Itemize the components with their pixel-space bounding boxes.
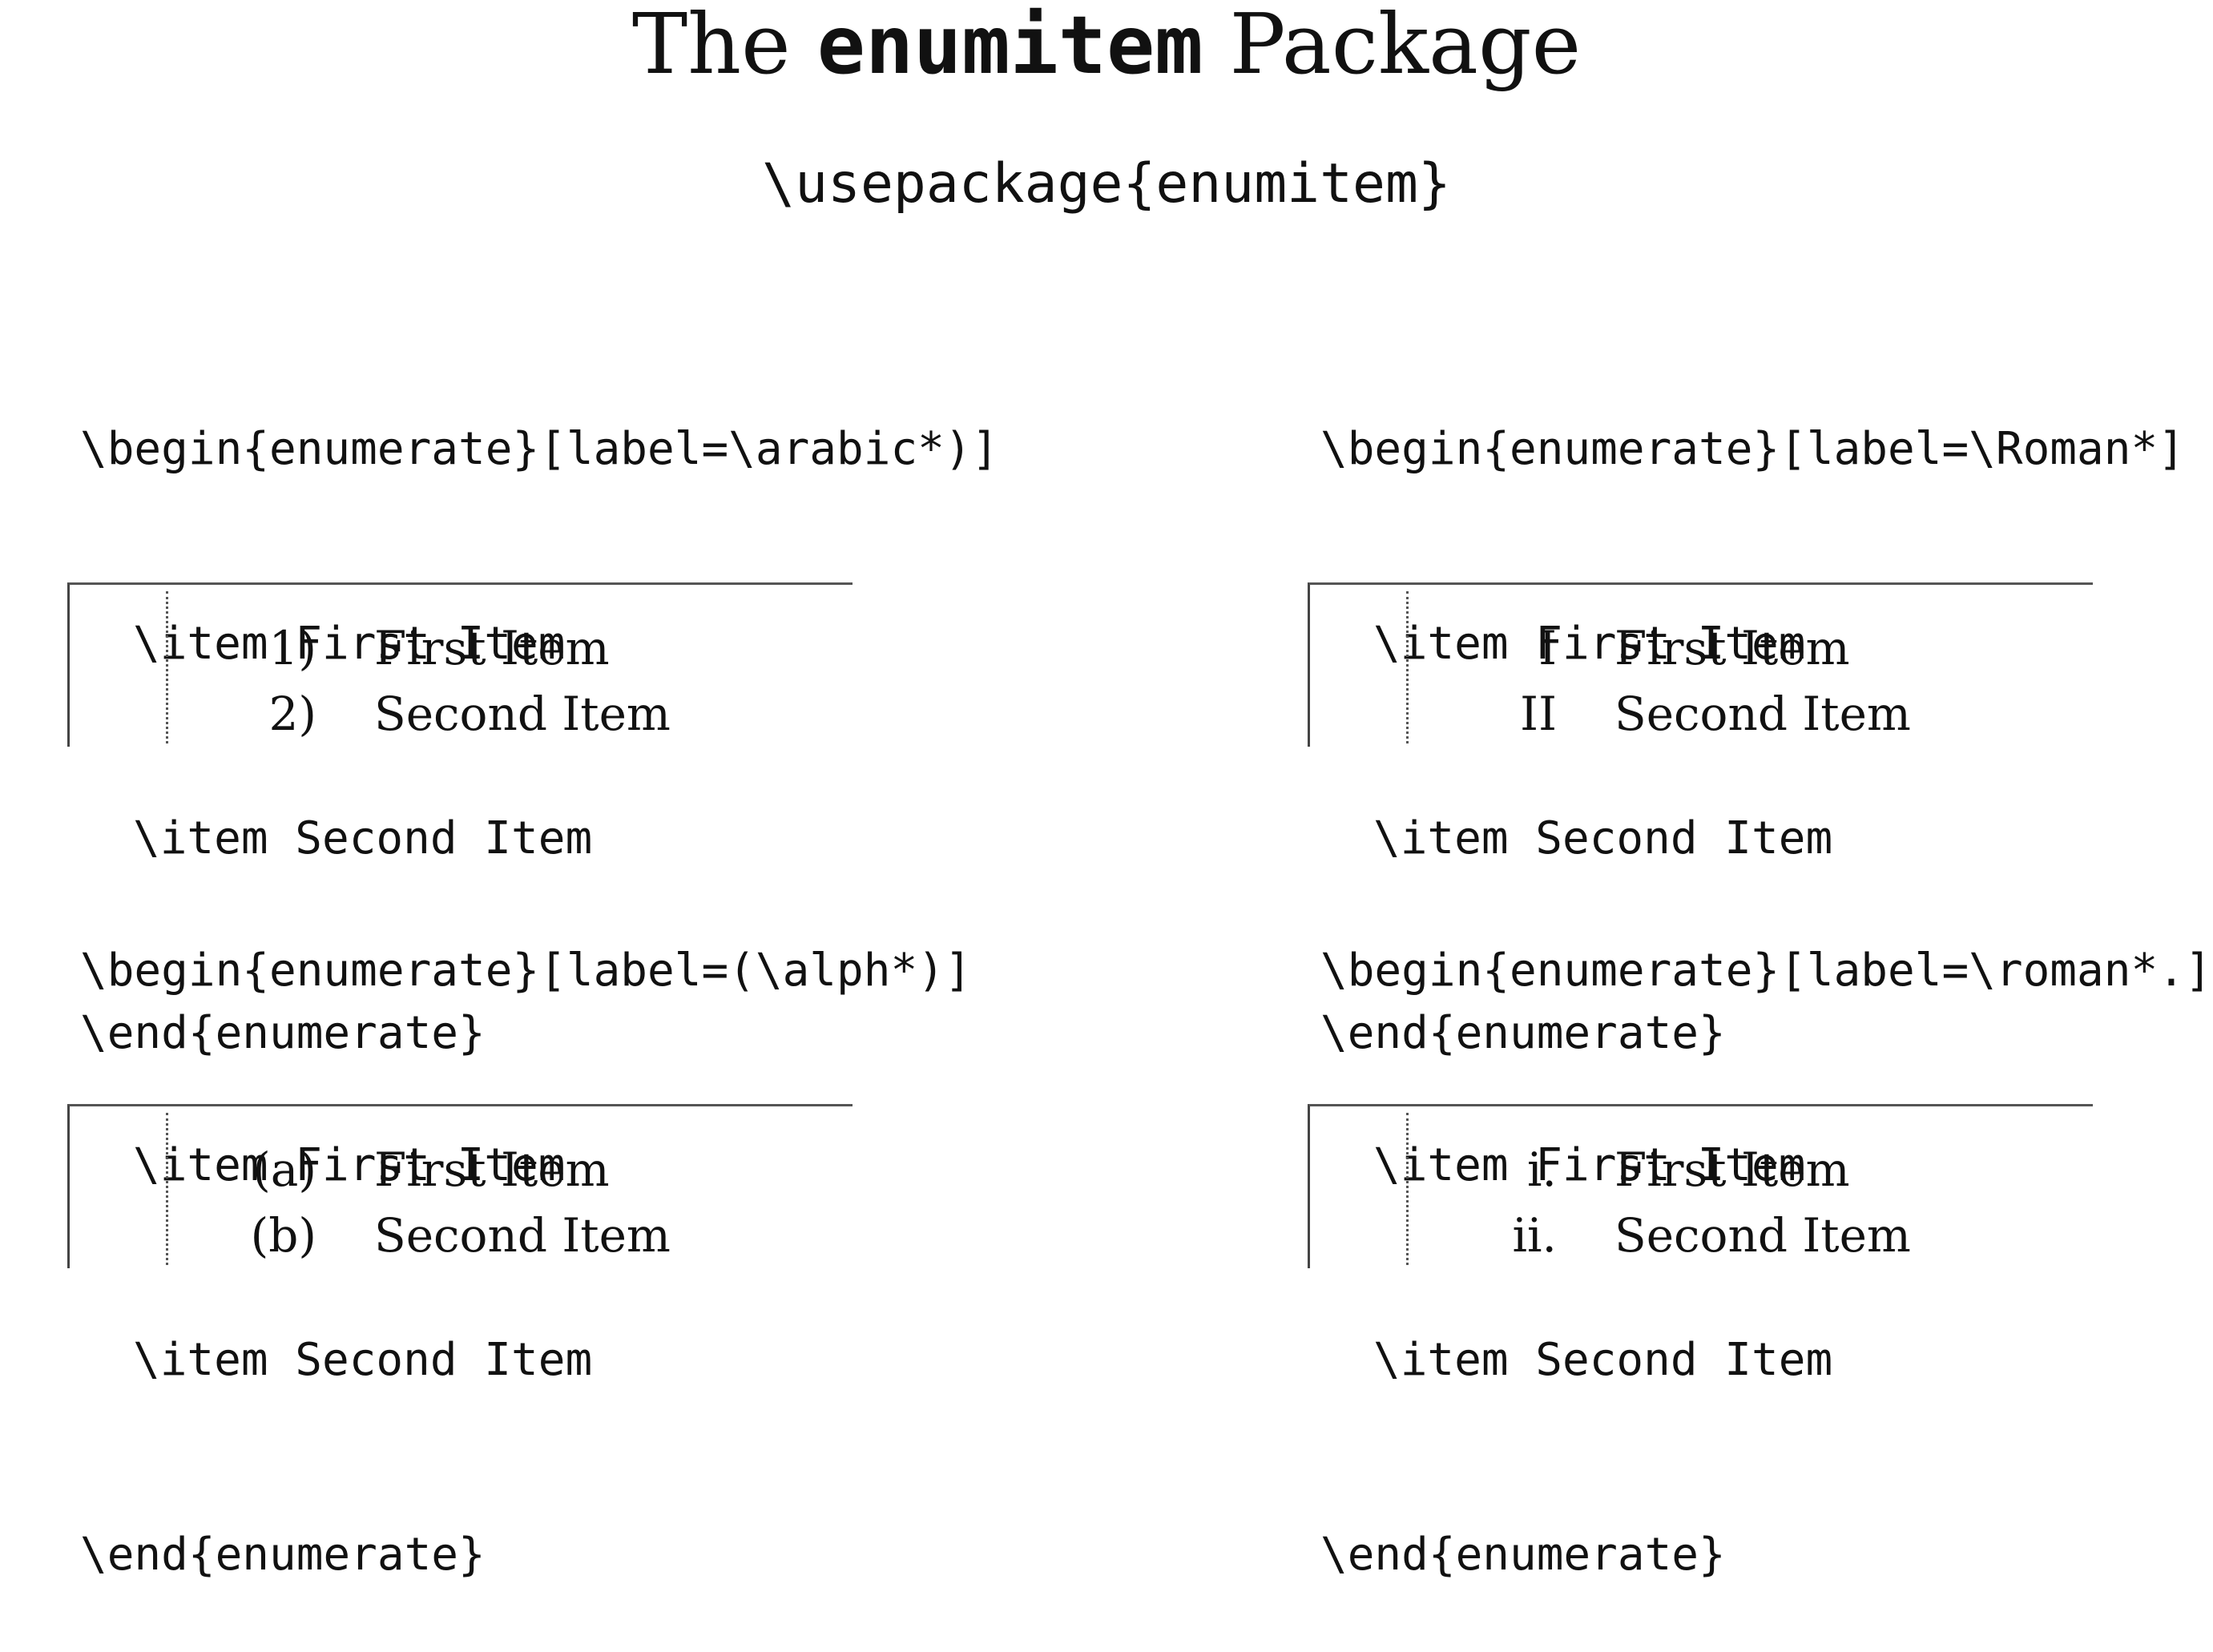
output-item: II Second Item: [1310, 681, 2095, 747]
item-label: II: [1520, 687, 1557, 741]
item-label: i.: [1527, 1142, 1557, 1197]
page-title: The enumitem Package: [0, 0, 2213, 90]
item-text: First Item: [1614, 1142, 1850, 1197]
usepackage-command: \usepackage{enumitem}: [762, 152, 1451, 216]
output-box-roman-lower: i. First Item ii. Second Item: [1308, 1104, 2093, 1268]
item-text: First Item: [374, 1142, 610, 1197]
margin-dotted-line: [1406, 1113, 1409, 1265]
code-line-begin: \begin{enumerate}[label=\roman*.]: [1320, 945, 2212, 997]
output-box-alph: (a) First Item (b) Second Item: [67, 1104, 853, 1268]
item-text: Second Item: [374, 687, 671, 741]
code-line-item-2: \item Second Item: [1373, 1334, 1833, 1386]
margin-dotted-line: [166, 1113, 168, 1265]
output-box-roman-upper: I First Item II Second Item: [1308, 582, 2093, 747]
title-prefix: The: [631, 0, 817, 93]
title-package-name: enumitem: [816, 0, 1203, 92]
code-line-item-1: \item First Item: [1373, 618, 1806, 670]
margin-dotted-line: [1406, 591, 1409, 743]
code-block-roman-upper: \begin{enumerate}[label=\Roman*] \item F…: [1320, 287, 2185, 1130]
title-suffix: Package: [1203, 0, 1582, 93]
output-item: i. First Item: [1310, 1137, 2095, 1203]
output-item: (b) Second Item: [70, 1203, 855, 1268]
item-text: First Item: [374, 621, 610, 675]
code-line-begin: \begin{enumerate}[label=(\alph*)]: [80, 945, 972, 997]
code-line-begin: \begin{enumerate}[label=\Roman*]: [1320, 423, 2185, 475]
item-label: I: [1538, 621, 1557, 675]
output-item: 2) Second Item: [70, 681, 855, 747]
item-text: First Item: [1614, 621, 1850, 675]
code-line-item-1: \item First Item: [133, 618, 566, 670]
code-line-end: \end{enumerate}: [80, 1529, 486, 1581]
code-line-end: \end{enumerate}: [1320, 1007, 1726, 1059]
item-text: Second Item: [374, 1208, 671, 1263]
item-label: 1): [268, 621, 316, 675]
output-item: (a) First Item: [70, 1137, 855, 1203]
code-line-item-1: \item First Item: [1373, 1139, 1806, 1191]
code-line-begin: \begin{enumerate}[label=\arabic*)]: [80, 423, 999, 475]
code-line-end: \end{enumerate}: [80, 1007, 486, 1059]
item-label: 2): [268, 687, 316, 741]
output-box-arabic: 1) First Item 2) Second Item: [67, 582, 853, 747]
output-item: 1) First Item: [70, 615, 855, 681]
margin-dotted-line: [166, 591, 168, 743]
output-item: ii. Second Item: [1310, 1203, 2095, 1268]
item-label: (a): [252, 1142, 316, 1197]
code-line-item-1: \item First Item: [133, 1139, 566, 1191]
code-block-arabic: \begin{enumerate}[label=\arabic*)] \item…: [80, 287, 998, 1130]
item-label: (b): [250, 1208, 316, 1263]
item-text: Second Item: [1614, 687, 1911, 741]
item-label: ii.: [1512, 1208, 1557, 1263]
code-line-end: \end{enumerate}: [1320, 1529, 1726, 1581]
code-line-item-2: \item Second Item: [133, 812, 593, 864]
item-text: Second Item: [1614, 1208, 1911, 1263]
code-line-item-2: \item Second Item: [1373, 812, 1833, 864]
code-line-item-2: \item Second Item: [133, 1334, 593, 1386]
output-item: I First Item: [1310, 615, 2095, 681]
